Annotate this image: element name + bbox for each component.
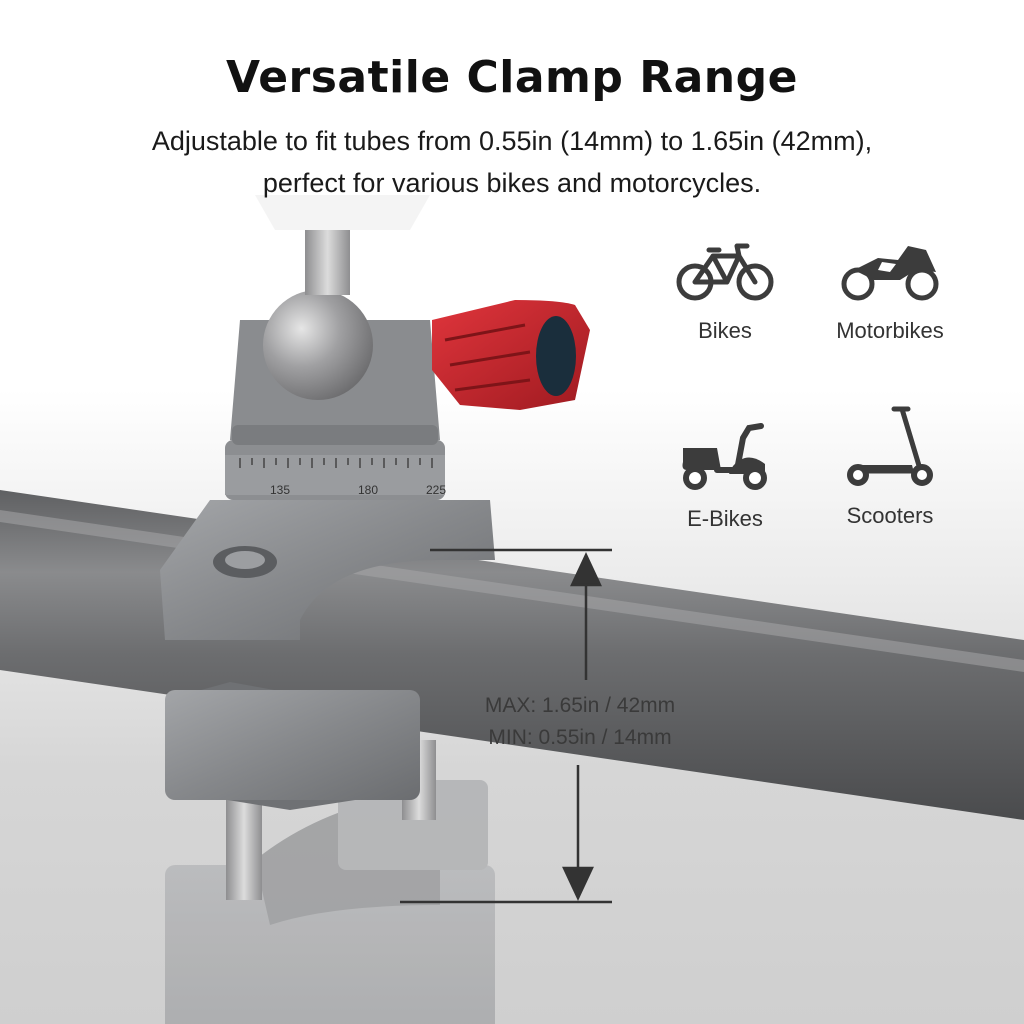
- dial-tick-135: 135: [270, 483, 290, 497]
- clamp-range-label: MAX: 1.65in / 42mm MIN: 0.55in / 14mm: [420, 690, 740, 754]
- subtitle-line-2: perfect for various bikes and motorcycle…: [262, 168, 762, 198]
- measurement-arrow: [400, 548, 612, 904]
- ball-stem: [305, 225, 350, 295]
- max-range-label: MAX: 1.65in / 42mm: [484, 694, 676, 717]
- white-knob: [255, 195, 430, 230]
- ball-joint: [263, 290, 373, 400]
- vehicle-label-bikes: Bikes: [698, 318, 752, 343]
- min-range-label: MIN: 0.55in / 14mm: [488, 726, 672, 749]
- vehicle-bikes: Bikes: [640, 240, 810, 344]
- vehicle-label-e-bikes: E-Bikes: [687, 506, 763, 531]
- vehicle-label-motorbikes: Motorbikes: [836, 318, 944, 343]
- red-lock-knob: [432, 300, 590, 410]
- subtitle-line-1: Adjustable to fit tubes from 0.55in (14m…: [151, 126, 873, 156]
- vehicle-e-bikes: E-Bikes: [640, 420, 810, 532]
- vehicle-motorbikes: Motorbikes: [805, 240, 975, 344]
- motorbike-icon: [841, 246, 939, 301]
- bicycle-icon: [676, 243, 774, 301]
- vehicle-scooters: Scooters: [805, 405, 975, 529]
- lower-clamp-ghost: [165, 780, 495, 1024]
- vehicle-label-scooters: Scooters: [846, 503, 934, 528]
- compatible-vehicles: Bikes Motorbikes E-Bikes: [640, 240, 980, 540]
- page-title: Versatile Clamp Range: [226, 52, 798, 103]
- upper-clamp: [160, 500, 495, 640]
- scooter-icon: [847, 406, 933, 486]
- page-subtitle: Adjustable to fit tubes from 0.55in (14m…: [62, 120, 962, 204]
- dial-tick-225: 225: [426, 483, 446, 497]
- dial-tick-180: 180: [358, 483, 378, 497]
- e-bike-icon: [682, 423, 767, 490]
- lower-jaw: [165, 690, 420, 800]
